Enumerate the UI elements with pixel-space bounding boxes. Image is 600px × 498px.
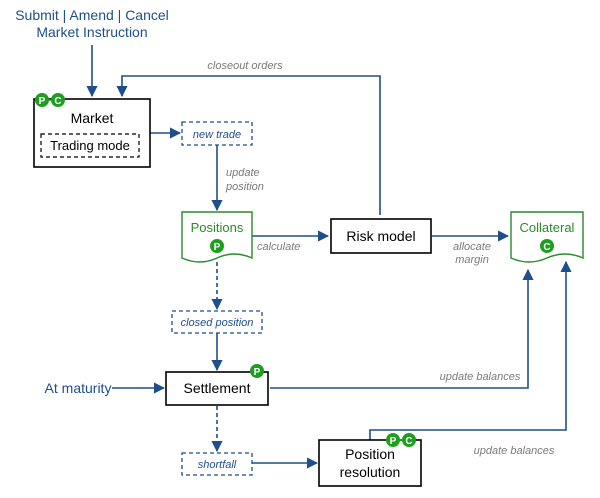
edge-settlement-update-balances <box>270 268 534 389</box>
edge-label-calculate: calculate <box>257 241 300 253</box>
risk-model-node: Risk model <box>330 218 432 254</box>
svg-text:C: C <box>543 242 550 253</box>
edge-label-allocate-margin-2: margin <box>455 254 489 266</box>
position-resolution-label-1: Position <box>345 446 395 462</box>
instruction-line-1: Submit | Amend | Cancel <box>15 7 169 23</box>
trading-mode-label: Trading mode <box>50 138 130 153</box>
closed-position-label: closed position <box>181 317 254 329</box>
settlement-label: Settlement <box>184 380 251 396</box>
settlement-badge-p: P <box>250 364 264 378</box>
market-label: Market <box>71 110 114 126</box>
svg-text:P: P <box>254 367 261 378</box>
new-trade-event: new trade <box>181 121 253 146</box>
svg-text:P: P <box>214 242 221 253</box>
edge-closeout-orders <box>116 75 381 215</box>
instruction-line-2: Market Instruction <box>36 24 147 40</box>
position-resolution-badge-p: P <box>386 433 400 447</box>
shortfall-event: shortfall <box>181 452 253 476</box>
edge-label-update-balances-settlement: update balances <box>440 371 521 383</box>
positions-label: Positions <box>191 220 244 235</box>
trading-mode-box <box>40 133 140 158</box>
svg-text:C: C <box>54 96 61 107</box>
position-resolution-node: Position resolution P C <box>318 433 422 487</box>
svg-text:P: P <box>39 96 46 107</box>
svg-text:P: P <box>390 436 397 447</box>
edge-label-update-position-1: update <box>226 167 260 179</box>
at-maturity-label: At maturity <box>45 380 112 396</box>
edge-label-allocate-margin-1: allocate <box>453 241 491 253</box>
shortfall-label: shortfall <box>198 459 237 471</box>
market-node: Market Trading mode P C <box>33 93 151 168</box>
edge-resolution-update-balances <box>369 260 572 440</box>
collateral-badge-c: C <box>540 239 554 253</box>
edge-label-update-position-2: position <box>225 181 264 193</box>
market-badge-p: P <box>35 93 49 107</box>
collateral-node: Collateral C <box>510 211 584 263</box>
edge-label-update-balances-resolution: update balances <box>474 445 555 457</box>
closed-position-event: closed position <box>171 310 263 334</box>
svg-text:C: C <box>405 436 412 447</box>
risk-model-label: Risk model <box>346 228 415 244</box>
collateral-label: Collateral <box>520 220 575 235</box>
market-badge-c: C <box>51 93 65 107</box>
edge-label-closeout-orders: closeout orders <box>207 60 283 72</box>
new-trade-label: new trade <box>193 129 241 141</box>
positions-node: Positions P <box>181 211 253 263</box>
position-resolution-label-2: resolution <box>340 464 401 480</box>
settlement-node: Settlement P <box>165 364 269 406</box>
positions-badge-p: P <box>210 239 224 253</box>
position-resolution-badge-c: C <box>402 433 416 447</box>
